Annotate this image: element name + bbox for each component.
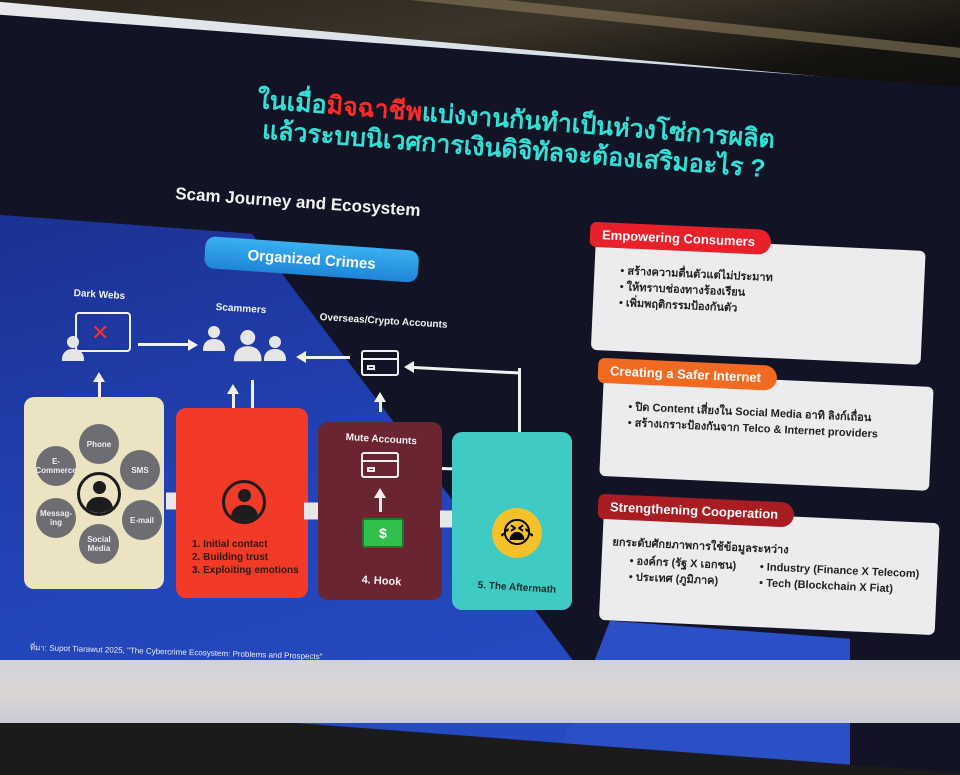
headline-prefix: ในเมื่อ <box>256 86 328 120</box>
overseas-credit-card-icon <box>361 350 399 376</box>
arrow-aftermath-feedback <box>518 368 521 486</box>
step-exploiting-emotions: 3. Exploiting emotions <box>192 565 299 576</box>
hook-label: 4. Hook <box>361 574 402 589</box>
step-building-trust: 2. Building trust <box>192 552 269 563</box>
target-person-icon <box>222 480 266 524</box>
red-x-icon: ✕ <box>91 320 110 345</box>
contact-steps: 1. Initial contact 2. Building trust 3. … <box>192 538 299 577</box>
channel-phone: Phone <box>79 424 119 464</box>
arrowhead-left-icon <box>404 361 414 373</box>
channel-sms: SMS <box>120 450 160 490</box>
step-initial-contact: 1. Initial contact <box>192 539 268 550</box>
screen-bottom-edge <box>0 660 960 723</box>
arrow-accounts-to-scammers <box>306 356 350 359</box>
panel-empowering-consumers: Empowering Consumers สร้างความตื่นตัวแต่… <box>589 221 926 365</box>
panel-safer-internet: Creating a Safer Internet ปิด Content เส… <box>597 357 934 491</box>
arrow-hook-to-mule <box>379 494 382 512</box>
channel-social-media: Social Media <box>79 524 119 564</box>
arrowhead-left-icon <box>296 351 306 363</box>
victim-person-icon <box>77 472 121 516</box>
arrowhead-up-icon <box>227 384 239 394</box>
mule-credit-card-icon <box>361 452 399 478</box>
arrowhead-right-icon <box>188 339 198 351</box>
arrowhead-up-icon <box>93 372 105 382</box>
panel-list: สร้างความตื่นตัวแต่ไม่ประมาท ให้ทราบช่อง… <box>619 263 774 318</box>
panel-strengthening-cooperation: Strengthening Cooperation ยกระดับศักยภาพ… <box>597 493 940 636</box>
arrow-mule-to-overseas <box>379 398 382 412</box>
arrow-darkweb-to-scammers <box>138 343 190 346</box>
dark-web-browser-icon: ✕ <box>75 312 131 352</box>
money-cash-icon: $ <box>362 518 404 548</box>
channel-ecommerce: E-Commerce <box>35 446 77 486</box>
arrowhead-up-icon <box>374 488 386 498</box>
panel-list: องค์กร (รัฐ X เอกชน) Industry (Finance X… <box>629 553 930 599</box>
channel-email: E-mail <box>122 500 162 540</box>
arrowhead-up-icon <box>374 392 386 402</box>
panel-list: ปิด Content เสี่ยงใน Social Media อาทิ ล… <box>627 399 879 442</box>
channel-messaging: Messag-ing <box>36 498 76 538</box>
crying-face-icon: 😭 <box>492 508 542 558</box>
arrow-consumer-to-darkweb <box>98 380 101 398</box>
